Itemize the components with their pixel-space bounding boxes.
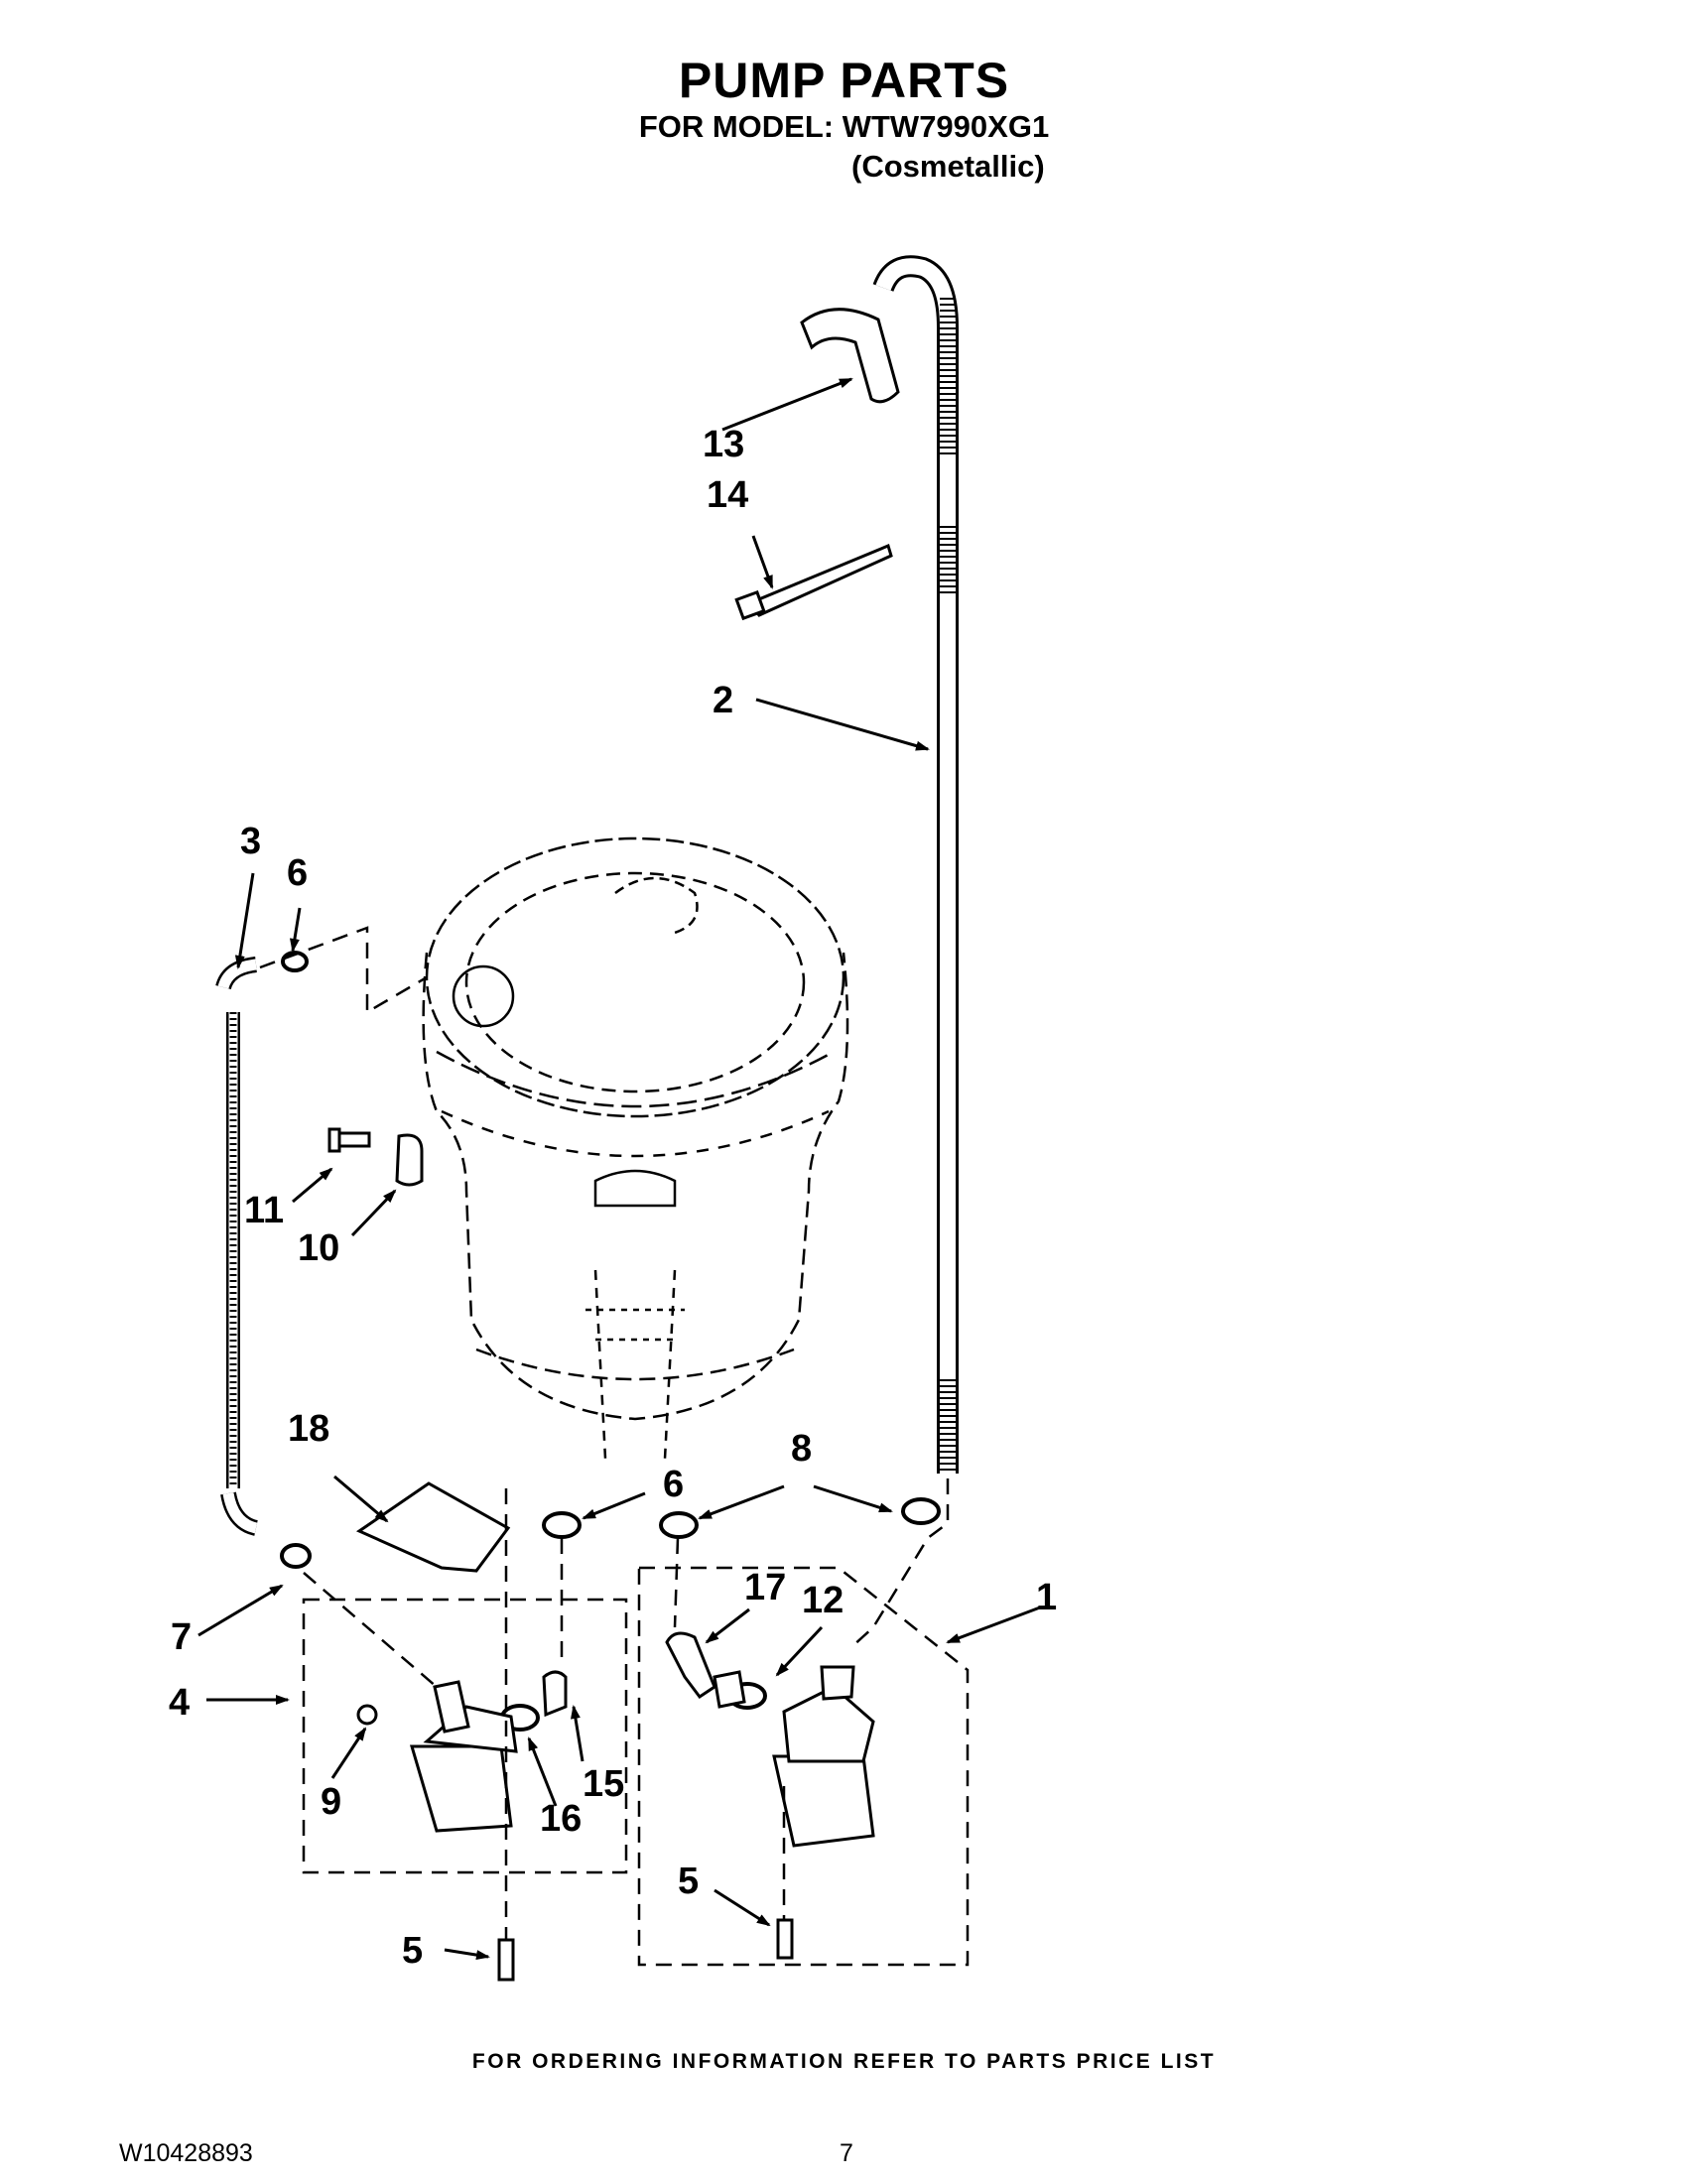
callout-14: 14 bbox=[707, 474, 748, 516]
hose-clip bbox=[800, 308, 900, 404]
callout-16: 16 bbox=[540, 1798, 582, 1840]
callout-labels: 1 2 3 4 5 5 6 6 7 8 9 10 11 12 13 14 15 … bbox=[169, 424, 1057, 1972]
callout-10: 10 bbox=[298, 1227, 339, 1269]
callout-11: 11 bbox=[244, 1190, 284, 1231]
screw-bottom-left bbox=[497, 1938, 515, 1982]
callout-3: 3 bbox=[240, 821, 261, 862]
callout-2: 2 bbox=[713, 680, 733, 721]
clamp-8-drain bbox=[901, 1497, 941, 1525]
leader-arrows bbox=[197, 377, 1041, 1961]
screws bbox=[497, 1918, 794, 1982]
callout-5-bottom-left: 5 bbox=[402, 1930, 423, 1972]
callout-13: 13 bbox=[703, 424, 744, 465]
model-variant: (Cosmetallic) bbox=[851, 149, 1045, 184]
callout-5-bottom-right: 5 bbox=[678, 1861, 699, 1902]
assembly-line-left-pump bbox=[303, 1488, 564, 1975]
callout-9: 9 bbox=[321, 1781, 341, 1823]
clamp-6-top bbox=[281, 951, 309, 972]
callout-6-pump: 6 bbox=[663, 1464, 684, 1505]
callout-6-top: 6 bbox=[287, 852, 308, 894]
pump-shield bbox=[355, 1481, 511, 1573]
callout-12: 12 bbox=[802, 1580, 844, 1621]
assembly-line-drain-hose bbox=[850, 1478, 950, 1648]
left-pump-body bbox=[356, 1670, 568, 1833]
model-line: FOR MODEL: WTW7990XG1 bbox=[638, 109, 1050, 144]
callout-17: 17 bbox=[744, 1567, 786, 1608]
page-number: 7 bbox=[840, 2139, 853, 2167]
clamp-8-pump-right bbox=[659, 1511, 699, 1539]
tub-illustration bbox=[422, 836, 849, 1460]
right-pump-assembly-box bbox=[637, 1566, 970, 1967]
assembly-line-right-pump bbox=[673, 1537, 786, 1925]
callout-18: 18 bbox=[288, 1408, 329, 1450]
screw-and-bracket bbox=[327, 1127, 424, 1187]
clamp-6-pump-left bbox=[542, 1511, 582, 1539]
tie-strap bbox=[734, 543, 893, 621]
page-title: PUMP PARTS bbox=[678, 53, 1010, 108]
callout-8: 8 bbox=[791, 1428, 812, 1470]
right-pump-body bbox=[665, 1631, 875, 1848]
tub-hose bbox=[215, 957, 259, 1536]
assembly-line-tub-hose bbox=[259, 926, 428, 1015]
callout-15: 15 bbox=[583, 1763, 624, 1805]
clamp-7 bbox=[280, 1543, 312, 1569]
ordering-note: FOR ORDERING INFORMATION REFER TO PARTS … bbox=[471, 2050, 1217, 2073]
left-pump-assembly-box bbox=[302, 1598, 628, 1874]
callout-7: 7 bbox=[171, 1616, 192, 1658]
callout-4: 4 bbox=[169, 1682, 190, 1724]
document-number: W10428893 bbox=[119, 2139, 253, 2167]
screw-bottom-right bbox=[776, 1918, 794, 1960]
callout-1: 1 bbox=[1036, 1577, 1057, 1618]
drain-hose bbox=[872, 255, 959, 1474]
